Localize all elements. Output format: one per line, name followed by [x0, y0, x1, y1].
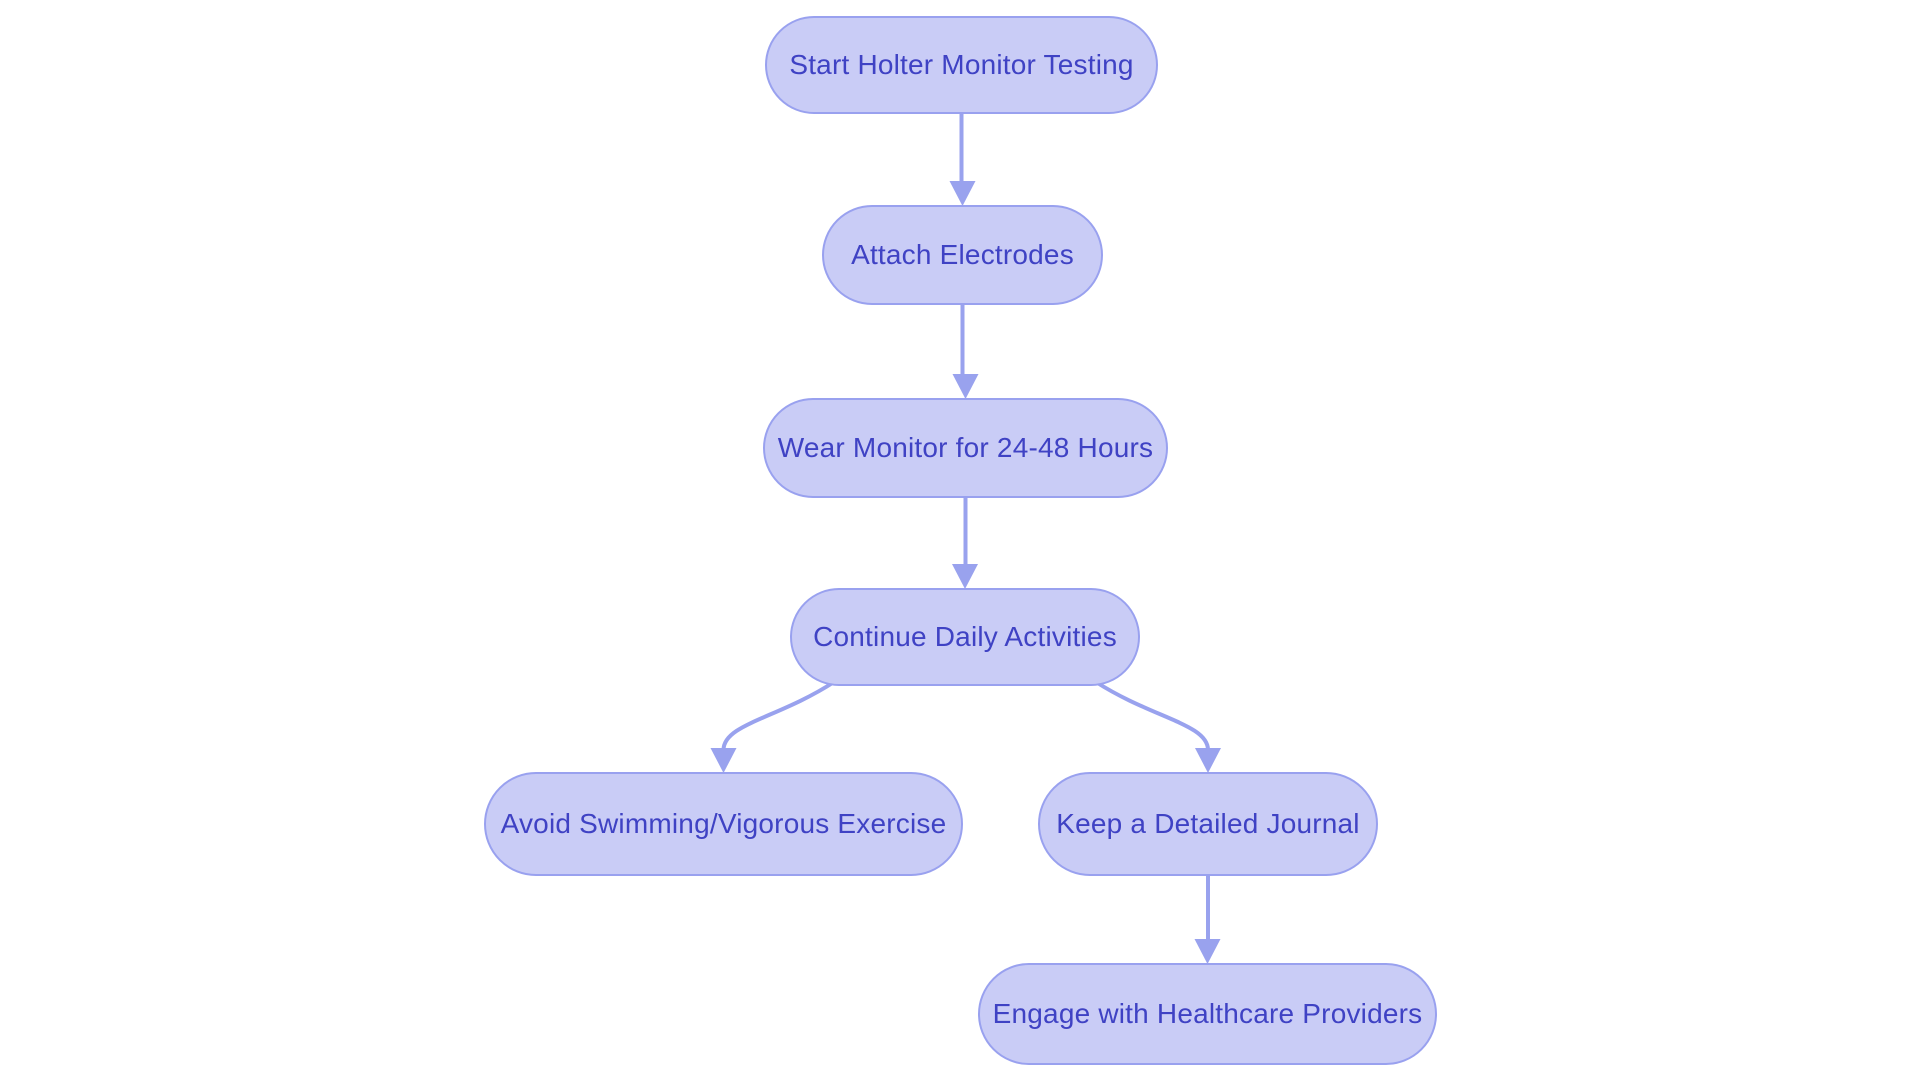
flow-node-label: Start Holter Monitor Testing	[789, 49, 1134, 80]
edge-continue-avoid	[721, 680, 836, 751]
flow-node-wear: Wear Monitor for 24-48 Hours	[763, 398, 1168, 498]
flow-node-engage: Engage with Healthcare Providers	[978, 963, 1437, 1065]
edge-arrowhead-icon	[710, 748, 737, 773]
edge-arrowhead-icon	[949, 181, 976, 206]
edge-arrowhead-icon	[952, 374, 979, 399]
flow-node-start: Start Holter Monitor Testing	[765, 16, 1158, 114]
flow-node-label: Avoid Swimming/Vigorous Exercise	[500, 808, 947, 839]
edge-arrowhead-icon	[1194, 939, 1221, 964]
flow-node-continue: Continue Daily Activities	[790, 588, 1140, 686]
flow-node-journal: Keep a Detailed Journal	[1038, 772, 1378, 876]
flow-node-attach: Attach Electrodes	[822, 205, 1103, 305]
edge-arrowhead-icon	[1195, 748, 1221, 773]
flow-node-label: Continue Daily Activities	[813, 621, 1117, 652]
flow-node-label: Attach Electrodes	[851, 239, 1074, 270]
edge-continue-journal	[1094, 680, 1210, 751]
flow-node-label: Wear Monitor for 24-48 Hours	[777, 432, 1154, 463]
flow-node-label: Keep a Detailed Journal	[1056, 808, 1360, 839]
flow-node-label: Engage with Healthcare Providers	[992, 998, 1423, 1029]
edge-arrowhead-icon	[952, 564, 978, 589]
flow-node-avoid: Avoid Swimming/Vigorous Exercise	[484, 772, 963, 876]
